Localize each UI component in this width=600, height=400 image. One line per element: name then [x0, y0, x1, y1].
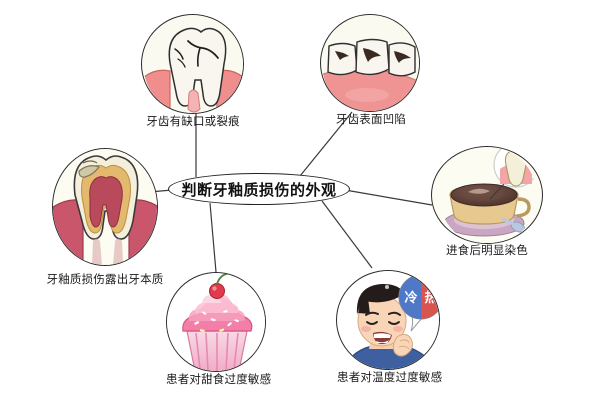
caption-chipped-cracked-tooth: 牙齿有缺口或裂痕	[146, 116, 240, 128]
connector-to-sweets-sensitivity	[209, 202, 217, 273]
caption-sweets-sensitivity: 患者对甜食过度敏感	[166, 374, 272, 386]
boy-toothache-icon: 冷 热	[336, 270, 440, 370]
coffee-cup-stained-tooth-icon	[431, 146, 543, 244]
pitted-teeth-icon	[320, 14, 420, 112]
caption-tooth-surface-pitting: 牙齿表面凹陷	[335, 114, 407, 126]
cracked-molar-icon	[141, 14, 244, 114]
connector-to-temperature-sensitivity	[321, 200, 373, 269]
tooth-cross-section-icon	[52, 148, 158, 266]
cold-label: 冷	[404, 290, 417, 305]
caption-staining-after-eating: 进食后明显染色	[446, 245, 528, 257]
caption-temperature-sensitivity: 患者对温度过度敏感	[337, 372, 443, 384]
cupcake-icon	[166, 272, 266, 372]
hot-label: 热	[424, 290, 437, 305]
connector-to-staining-after-eating	[344, 189, 433, 206]
caption-dentin-exposed: 牙釉质损伤露出牙本质	[46, 274, 164, 286]
center-topic-node[interactable]: 判断牙釉质损伤的外观	[168, 173, 350, 205]
center-topic-label: 判断牙釉质损伤的外观	[181, 181, 337, 199]
